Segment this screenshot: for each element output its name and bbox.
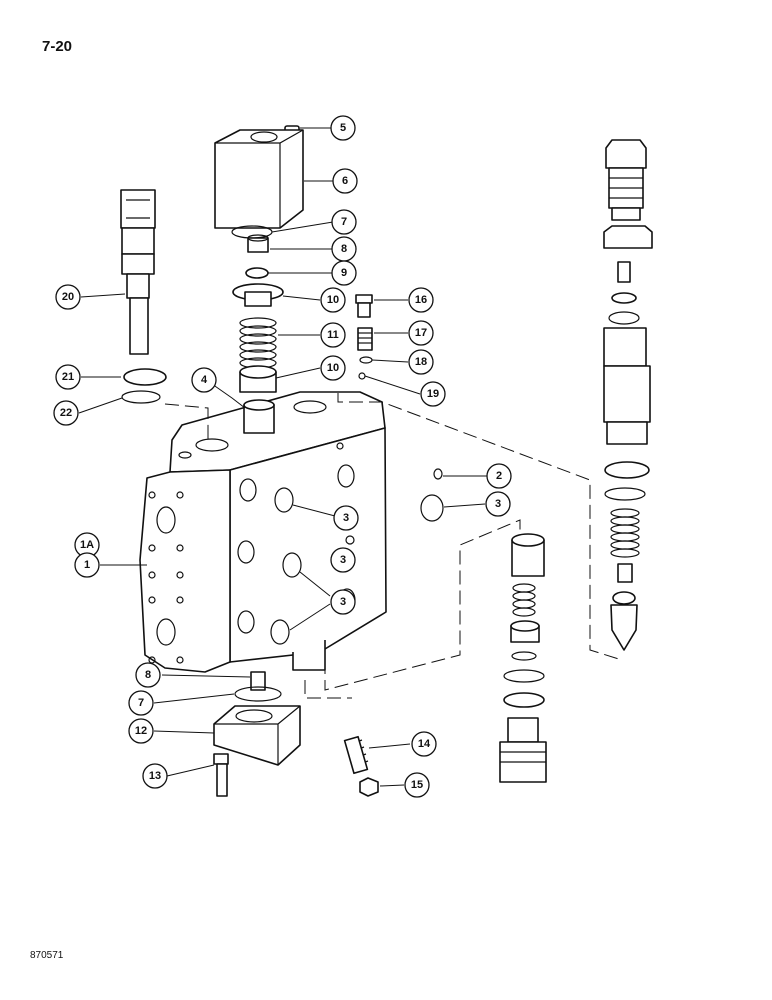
callout-label: 7 [341,216,347,228]
callout-label: 1 [84,559,90,571]
relief-valve-left [120,189,167,404]
o-ring [282,552,302,578]
callout-17: 17 [408,320,434,346]
o-ring [274,487,294,513]
callout-label: 10 [327,362,339,374]
callout-label: 8 [145,669,151,681]
callout-label: 9 [341,267,347,279]
callout-label: 4 [201,374,208,386]
cover-assembly [213,671,379,797]
valve-body [139,391,387,673]
callout-label: 8 [341,243,347,255]
callout-label: 5 [340,122,346,134]
callout-13: 13 [142,763,168,789]
callout-2: 2 [486,463,512,489]
callout-label: 14 [418,738,431,750]
callout-label: 21 [62,371,74,383]
callout-label: 18 [415,356,427,368]
callout-1: 1 [74,552,100,578]
callout-14: 14 [411,731,437,757]
callout-11: 11 [320,322,346,348]
callout-1A: 1A [74,532,100,558]
callout-8: 8 [135,662,161,688]
callout-3: 3 [485,491,511,517]
callout-label: 12 [135,725,147,737]
callout-16: 16 [408,287,434,313]
callout-6: 6 [332,168,358,194]
drawing-number: 870571 [30,950,64,961]
callout-label: 22 [60,407,72,419]
spool-parts [499,533,547,783]
callout-7: 7 [128,690,154,716]
callout-7: 7 [331,209,357,235]
callout-label: 19 [427,388,439,400]
callout-label: 7 [138,697,144,709]
callout-10: 10 [320,287,346,313]
callout-label: 20 [62,291,74,303]
callout-label: 16 [415,294,427,306]
o-ring [420,494,444,522]
callout-label: 17 [415,327,427,339]
callout-3: 3 [330,589,356,615]
solenoid-assembly [214,125,304,434]
callout-label: 6 [342,175,348,187]
relief-valve-right [603,139,653,651]
callout-label: 11 [327,329,339,341]
callout-15: 15 [404,772,430,798]
callout-18: 18 [408,349,434,375]
callout-label: 13 [149,770,161,782]
callout-label: 3 [495,498,501,510]
callout-22: 22 [53,400,79,426]
o-ring [270,619,290,645]
callout-label: 15 [411,779,423,791]
callout-label: 3 [340,596,346,608]
leader-lines [78,127,487,787]
callout-21: 21 [55,364,81,390]
callout-8: 8 [331,236,357,262]
callout-label: 1A [80,539,94,551]
callout-12: 12 [128,718,154,744]
callout-label: 2 [496,470,502,482]
callout-5: 5 [330,115,356,141]
callout-3: 3 [333,505,359,531]
callout-9: 9 [331,260,357,286]
small-o-ring [433,468,443,480]
callout-10: 10 [320,355,346,381]
callout-label: 3 [340,554,346,566]
callout-4: 4 [191,367,217,393]
callout-label: 3 [343,512,349,524]
backup-ring [123,368,167,386]
callout-20: 20 [55,284,81,310]
callout-3: 3 [330,547,356,573]
callout-19: 19 [420,381,446,407]
callout-label: 10 [327,294,339,306]
plug-parts [355,294,373,380]
page-number: 7-20 [42,38,73,55]
